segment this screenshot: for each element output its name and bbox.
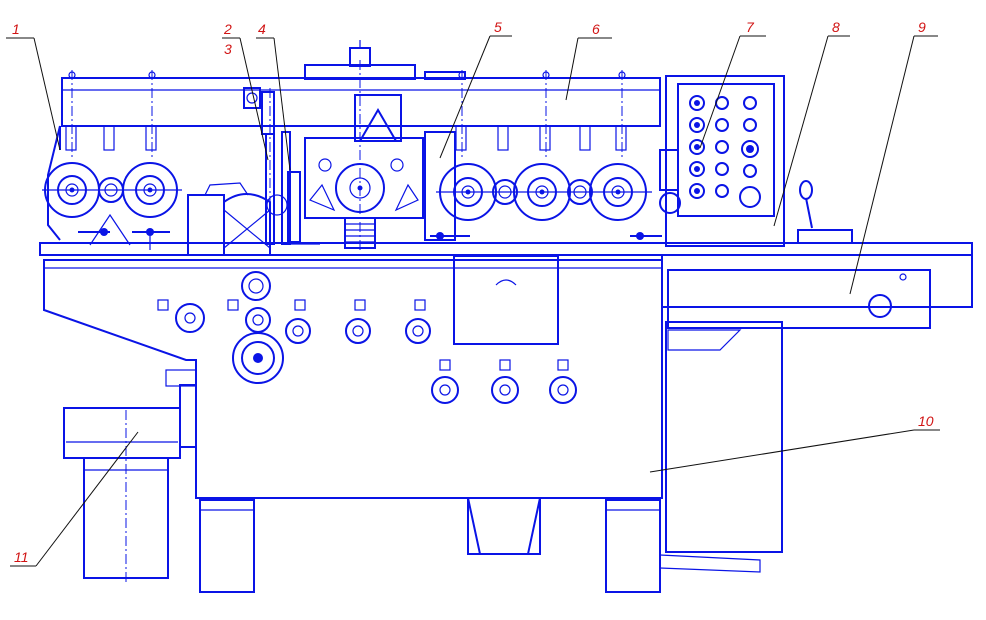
callout-1: 1 [12,21,20,37]
callout-4: 4 [258,21,266,37]
callout-10: 10 [918,413,934,429]
callout-3: 3 [224,41,232,57]
drive-motor [63,369,197,585]
machine-legs [199,499,761,593]
callout-9: 9 [918,19,926,35]
callout-7: 7 [746,19,755,35]
right-feed-rollers [430,163,662,240]
callout-6: 6 [592,21,600,37]
control-lever [797,180,853,244]
callout-labels: 1 2 3 4 5 6 7 8 9 10 11 [12,19,934,565]
callout-2: 2 [223,21,232,37]
control-panel [659,75,785,247]
left-feed-rollers [42,125,182,250]
bed-dials [157,271,577,404]
callout-8: 8 [832,19,840,35]
vertical-spindles [243,87,320,250]
top-beam [61,40,661,160]
main-bed [43,255,783,555]
center-cutter-head [304,60,456,250]
leader-lines [6,35,940,567]
callout-11: 11 [14,549,29,565]
callout-5: 5 [494,19,502,35]
